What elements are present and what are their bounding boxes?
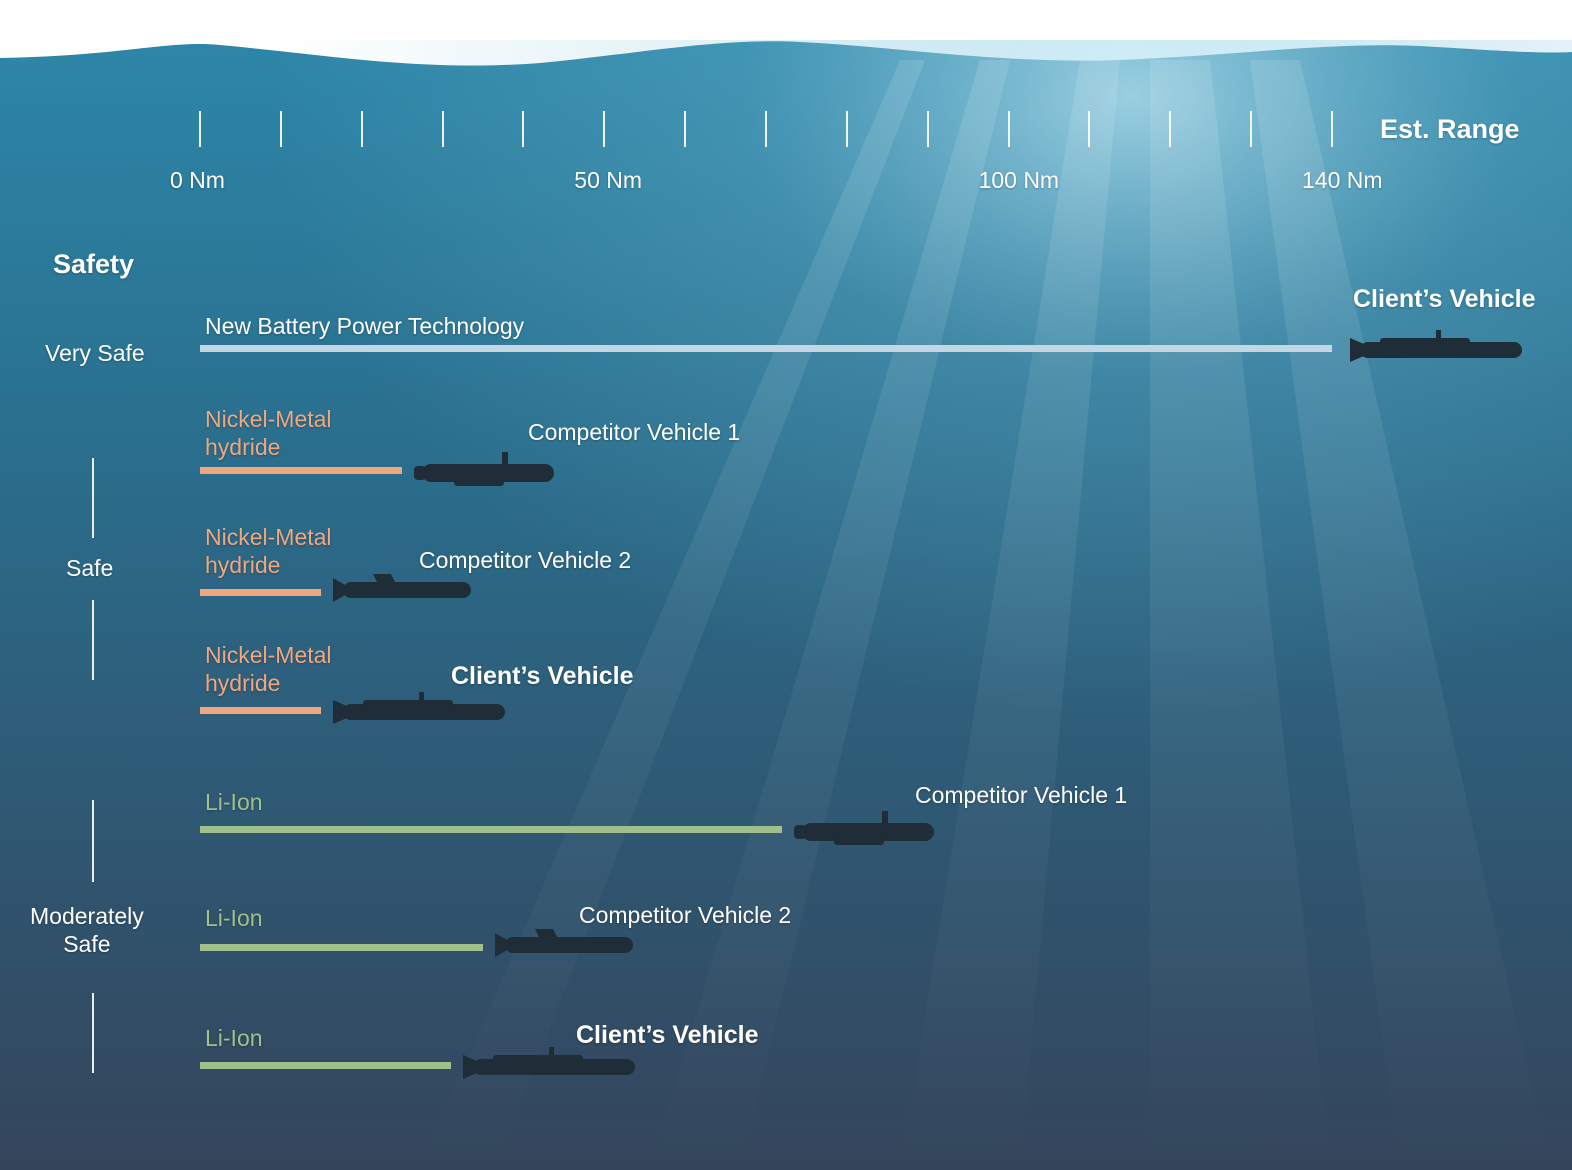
safety-group-label: Safe (66, 555, 114, 581)
x-axis-title: Est. Range (1380, 114, 1520, 144)
safety-group-label: Very Safe (45, 340, 145, 366)
vehicle-label: Client’s Vehicle (576, 1021, 759, 1049)
safety-group-separator (92, 600, 94, 680)
vehicle-client-icon (1350, 328, 1526, 371)
range-bar (200, 944, 483, 951)
x-axis-tick (441, 111, 444, 147)
range-bar (200, 589, 322, 596)
x-axis-tick-label: 140 Nm (1302, 167, 1383, 193)
safety-group-separator (92, 458, 94, 538)
x-axis-tick (1088, 111, 1091, 147)
x-axis-tick (1007, 111, 1010, 147)
technology-label: Li-Ion (205, 789, 263, 815)
vehicle-competitor-1-icon (414, 450, 560, 495)
x-axis-tick (684, 111, 687, 147)
x-axis-tick (845, 111, 848, 147)
vehicle-label: Competitor Vehicle 2 (579, 902, 792, 928)
x-axis-tick (603, 111, 606, 147)
vehicle-competitor-1-icon (794, 809, 940, 854)
safety-group-separator (92, 993, 94, 1073)
range-bar (200, 467, 403, 474)
vehicle-client-icon (333, 690, 509, 733)
vehicle-label: Competitor Vehicle 1 (915, 782, 1128, 808)
range-bar (200, 826, 783, 833)
technology-label: Li-Ion (205, 905, 263, 931)
x-axis-tick (199, 111, 201, 147)
range-bar (200, 1062, 451, 1069)
safety-group-label: Moderately Safe (30, 903, 144, 957)
x-axis-tick (1250, 111, 1253, 147)
x-axis-tick (522, 111, 525, 147)
vehicle-label: Client’s Vehicle (451, 662, 634, 690)
technology-label: Li-Ion (205, 1025, 263, 1051)
technology-label: Nickel-Metal hydride (205, 406, 332, 460)
vehicle-label: Competitor Vehicle 2 (419, 547, 632, 573)
y-axis-title: Safety (53, 249, 135, 279)
x-axis-tick-label: 100 Nm (978, 167, 1060, 193)
vehicle-competitor-2-icon (333, 572, 475, 609)
x-axis-tick (1331, 111, 1333, 147)
x-axis-tick-label: 0 Nm (170, 167, 225, 193)
x-axis-tick (1169, 111, 1172, 147)
x-axis-tick (926, 111, 929, 147)
vehicle-client-icon (462, 1045, 639, 1088)
range-bar (200, 707, 322, 714)
technology-label: Nickel-Metal hydride (205, 524, 332, 578)
x-axis-tick (360, 111, 363, 147)
technology-label: New Battery Power Technology (205, 313, 525, 339)
x-axis-tick-label: 50 Nm (574, 167, 643, 193)
safety-group-separator (92, 800, 94, 882)
x-axis-tick (765, 111, 767, 147)
technology-label: Nickel-Metal hydride (205, 642, 332, 696)
vehicle-label: Client’s Vehicle (1353, 285, 1536, 313)
range-bar (200, 345, 1332, 352)
vehicle-label: Competitor Vehicle 1 (528, 419, 741, 445)
vehicle-competitor-2-icon (495, 927, 637, 964)
light-rays (420, 60, 1550, 1170)
x-axis-tick (279, 111, 282, 147)
